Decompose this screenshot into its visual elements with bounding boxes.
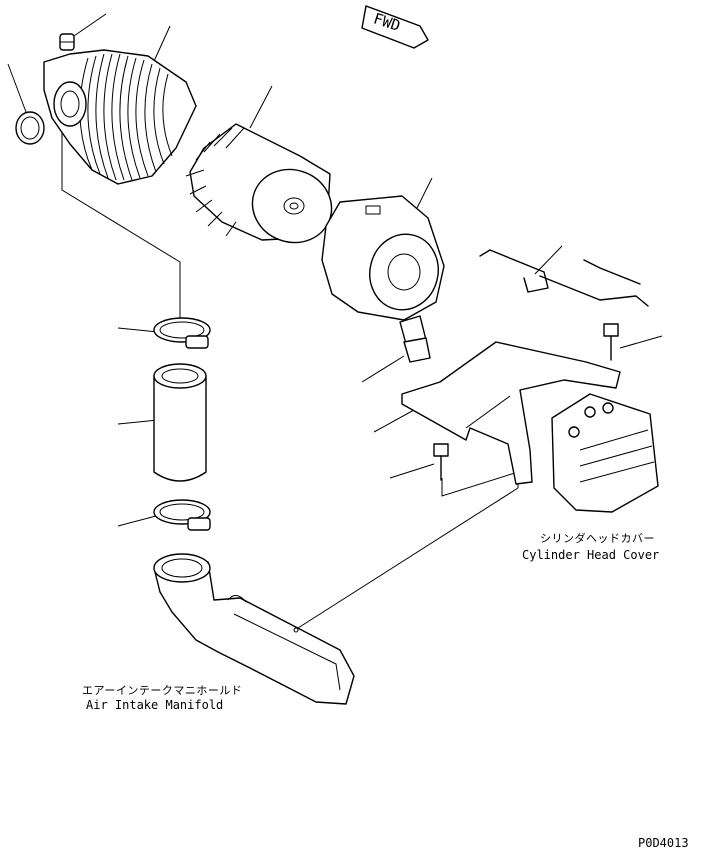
hose-clamp-lower [153, 499, 211, 531]
dust-cover [321, 195, 445, 321]
intake-hose [153, 363, 207, 482]
fwd-arrow-icon: FWD [361, 5, 429, 49]
vent-cap [59, 33, 75, 51]
cylinder-head-cover [551, 393, 659, 513]
air-intake-manifold-label-en: Air Intake Manifold [86, 698, 224, 712]
cylinder-head-cover-label-ja: シリンダヘッドカバー [540, 532, 655, 545]
cylinder-head-cover-label-en: Cylinder Head Cover [522, 548, 660, 562]
hose-clamp-upper [153, 317, 211, 349]
bolt-lower [433, 443, 449, 481]
air-intake-manifold [153, 553, 355, 705]
filter-element [185, 123, 333, 244]
air-intake-manifold-label-ja: エアーインテークマニホールド [82, 684, 243, 697]
o-ring [15, 111, 45, 145]
evacuator-valve [399, 315, 431, 363]
mounting-bracket [401, 341, 621, 485]
air-cleaner-body [43, 49, 197, 185]
drawing-number: P0D4013 [638, 836, 689, 850]
bolt-upper [603, 323, 619, 361]
wire-clip [479, 249, 649, 307]
